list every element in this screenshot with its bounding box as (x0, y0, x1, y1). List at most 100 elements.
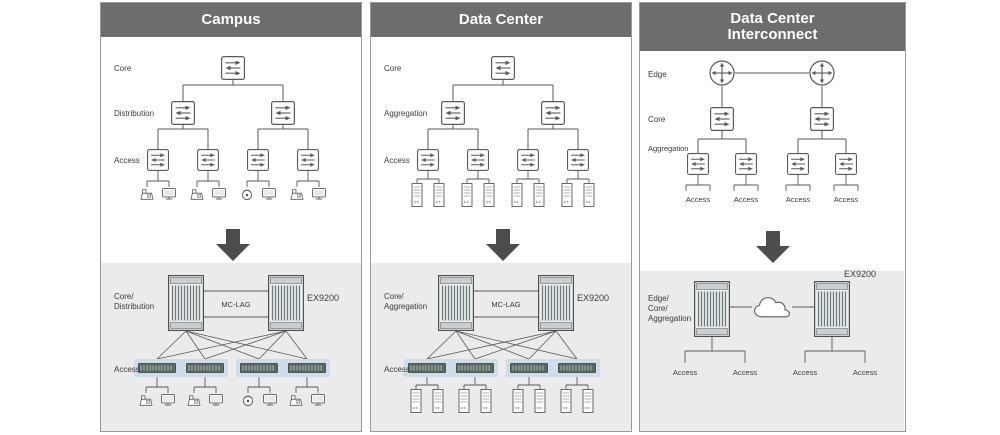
distribution-switch-icon (271, 101, 295, 125)
panel-campus-title: Campus (201, 11, 261, 28)
server-group (562, 171, 594, 207)
tier-label-edge-core-aggregation: Edge/ (648, 294, 670, 303)
access-switch-icon (247, 149, 269, 171)
core-switch-icon (710, 107, 734, 131)
down-arrow-icon (756, 231, 790, 263)
endpoint-devices-group (291, 171, 325, 199)
campus-diagram: Core Distribution Access Core/ Distribut… (101, 56, 361, 431)
server-group (412, 171, 444, 207)
access-bracket (685, 174, 711, 192)
endpoint-devices-group (141, 171, 175, 199)
access-switch-icon (567, 149, 589, 171)
access-rack-switch-icon (186, 363, 224, 373)
access-switch-icon (517, 149, 539, 171)
topology-connectors (157, 80, 309, 149)
access-bracket (833, 174, 859, 192)
aggregation-switch-icon (687, 153, 709, 175)
mclag-label: MC-LAG (221, 300, 250, 309)
access-rack-switch-icon (456, 363, 494, 373)
access-rack-switch-icon (408, 363, 446, 373)
access-rack-switch-icon (138, 363, 176, 373)
tier-label-core: Core (114, 64, 132, 73)
server-group (512, 171, 544, 207)
ex9200-chassis-icon (814, 281, 850, 337)
access-label: Access (786, 195, 810, 204)
core-switch-icon (810, 107, 834, 131)
tier-label-edge: Edge (648, 70, 667, 79)
tier-label-edge-core-aggregation: Core/ (648, 304, 668, 313)
panel-dci-body: Edge Core Aggregation Access Access Acce… (640, 51, 905, 431)
tier-label-core-aggregation: Core/ (384, 292, 404, 301)
aggregation-switch-icon (541, 101, 565, 125)
panel-campus-header: Campus (101, 3, 361, 37)
panel-datacenter: Data Center Core Aggregation Access (370, 2, 632, 432)
access-switch-icon (197, 149, 219, 171)
server-group (462, 171, 494, 207)
access-bracket (733, 174, 759, 192)
mclag-links (204, 290, 268, 318)
ex9200-chassis-icon (538, 275, 574, 331)
ex9200-chassis-icon (268, 275, 304, 331)
aggregation-switch-icon (735, 153, 757, 175)
panel-campus: Campus Core Distribution Access (100, 2, 362, 432)
ex9200-chassis-icon (438, 275, 474, 331)
tier-label-core-distribution: Distribution (114, 302, 154, 311)
product-label: EX9200 (307, 293, 339, 303)
down-arrow-icon (216, 229, 250, 261)
edge-router-icon (809, 60, 835, 86)
tier-label-access: Access (114, 156, 140, 165)
access-label: Access (853, 368, 877, 377)
tier-label-core: Core (384, 64, 402, 73)
core-switch-icon (221, 56, 245, 80)
datacenter-diagram: Core Aggregation Access Core/ Aggregatio… (371, 56, 631, 431)
topology-connectors (697, 72, 847, 153)
consolidated-section-bg (101, 263, 361, 431)
panel-datacenter-title: Data Center (458, 11, 544, 28)
access-bracket (785, 174, 811, 192)
panel-dci-title-line1: Data Center (730, 10, 815, 27)
dci-diagram: Edge Core Aggregation Access Access Acce… (640, 60, 904, 431)
edge-router-icon (709, 60, 735, 86)
ex9200-chassis-icon (168, 275, 204, 331)
panel-campus-body: Core Distribution Access Core/ Distribut… (101, 37, 361, 431)
distribution-switch-icon (171, 101, 195, 125)
access-switch-icon (147, 149, 169, 171)
ex9200-chassis-icon (694, 281, 730, 337)
access-label: Access (793, 368, 817, 377)
aggregation-switch-icon (441, 101, 465, 125)
down-arrow-icon (486, 229, 520, 261)
tier-label-aggregation: Aggregation (384, 109, 427, 118)
tier-label-distribution: Distribution (114, 109, 154, 118)
chassis-access-links (156, 330, 308, 360)
mclag-label: MC-LAG (491, 300, 520, 309)
access-label: Access (834, 195, 858, 204)
tier-label-core-distribution: Core/ (114, 292, 134, 301)
access-switch-icon (417, 149, 439, 171)
endpoint-devices-group (191, 171, 225, 199)
access-rack-switch-icon (240, 363, 278, 373)
core-switch-icon (491, 56, 515, 80)
panel-dci-title-line2: Interconnect (727, 26, 818, 43)
access-label: Access (733, 368, 757, 377)
access-label: Access (686, 195, 710, 204)
access-rack-switch-icon (288, 363, 326, 373)
topology-connectors (427, 80, 579, 149)
panel-datacenter-body: Core Aggregation Access Core/ Aggregatio… (371, 37, 631, 431)
tier-label-access-bottom: Access (384, 365, 410, 374)
tier-label-edge-core-aggregation: Aggregation (648, 314, 691, 323)
tier-label-access-bottom: Access (114, 365, 140, 374)
access-switch-icon (467, 149, 489, 171)
access-rack-switch-icon (510, 363, 548, 373)
panel-datacenter-header: Data Center (371, 3, 631, 37)
access-brackets (684, 337, 866, 363)
chassis-access-links (426, 330, 578, 360)
access-label: Access (673, 368, 697, 377)
access-label: Access (734, 195, 758, 204)
access-switch-icon (297, 149, 319, 171)
aggregation-switch-icon (787, 153, 809, 175)
tier-label-aggregation: Aggregation (648, 144, 688, 153)
tier-label-access: Access (384, 156, 410, 165)
tier-label-core-aggregation: Aggregation (384, 302, 427, 311)
panel-dci-header: Data Center Interconnect (640, 3, 905, 51)
